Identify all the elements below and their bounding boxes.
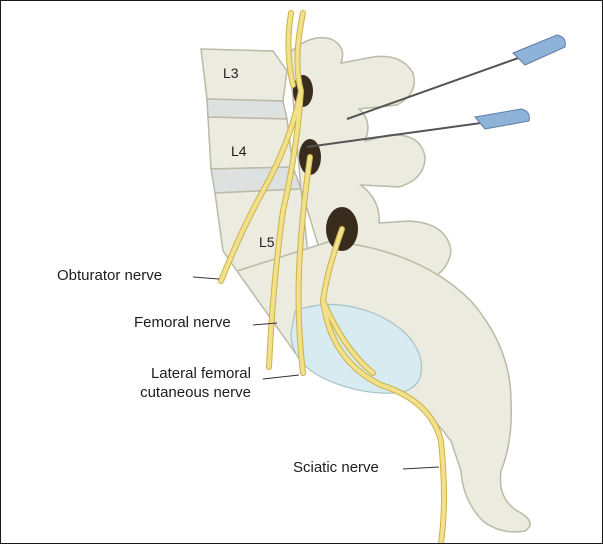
sciatic-nerve-label: Sciatic nerve: [293, 459, 379, 477]
vertebra-l3: [201, 49, 287, 101]
vertebra-label-l3: L3: [223, 64, 239, 82]
lateral-femoral-label-line2: cutaneous nerve: [133, 384, 251, 402]
lateral-femoral-label-line1: Lateral femoral: [133, 365, 251, 383]
femoral-nerve-label: Femoral nerve: [134, 314, 231, 332]
vertebra-label-l4: L4: [231, 142, 247, 160]
obturator-nerve-label: Obturator nerve: [57, 267, 162, 285]
vertebra-label-l5: L5: [259, 233, 275, 251]
disc-l3-l4: [207, 99, 287, 119]
